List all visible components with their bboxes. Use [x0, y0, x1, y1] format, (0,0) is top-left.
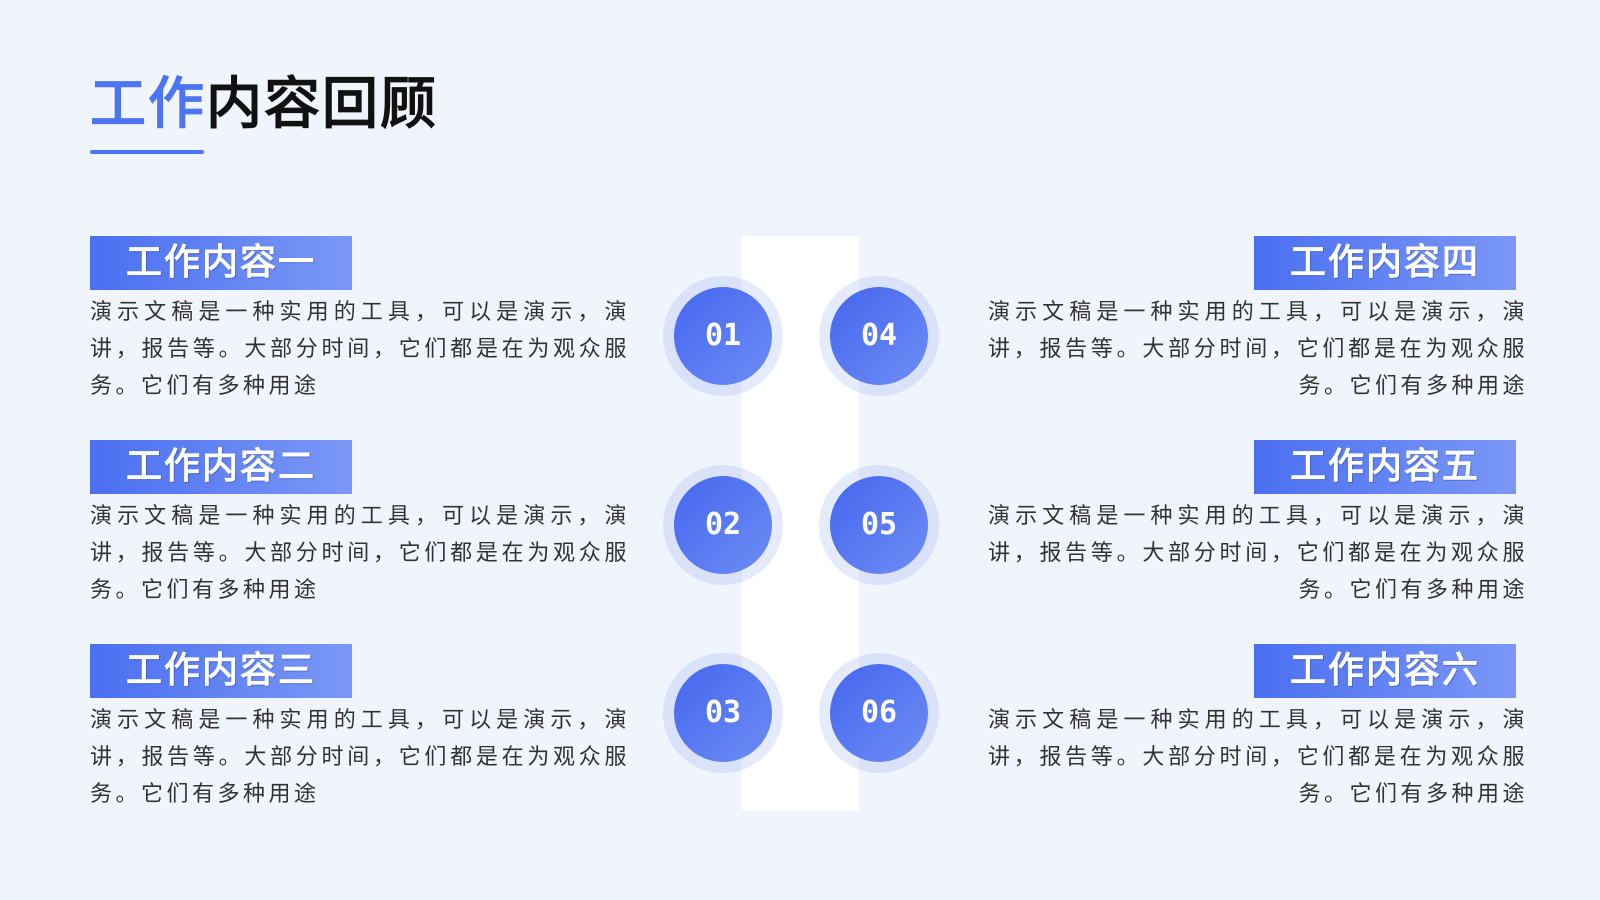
number-badge-label: 02: [674, 476, 772, 574]
number-badge-02: 02: [663, 465, 783, 585]
work-item-title: 工作内容二: [90, 440, 352, 494]
page-title-rest: 内容回顾: [206, 72, 438, 137]
work-item-title: 工作内容三: [90, 644, 352, 698]
work-item-description: 演示文稿是一种实用的工具，可以是演示，演讲，报告等。大部分时间，它们都是在为观众…: [988, 300, 1528, 399]
title-underline: [90, 150, 204, 154]
work-item-title: 工作内容五: [1254, 440, 1516, 494]
number-badge-03: 03: [663, 653, 783, 773]
number-badge-01: 01: [663, 276, 783, 396]
number-badge-label: 04: [830, 287, 928, 385]
number-badge-label: 06: [830, 664, 928, 762]
number-badge-label: 05: [830, 476, 928, 574]
number-badge-04: 04: [819, 276, 939, 396]
work-item-description: 演示文稿是一种实用的工具，可以是演示，演讲，报告等。大部分时间，它们都是在为观众…: [90, 708, 630, 807]
work-item-title: 工作内容一: [90, 236, 352, 290]
work-item-description: 演示文稿是一种实用的工具，可以是演示，演讲，报告等。大部分时间，它们都是在为观众…: [90, 300, 630, 399]
work-item-title: 工作内容六: [1254, 644, 1516, 698]
work-item-description: 演示文稿是一种实用的工具，可以是演示，演讲，报告等。大部分时间，它们都是在为观众…: [988, 708, 1528, 807]
number-badge-label: 01: [674, 287, 772, 385]
number-badge-06: 06: [819, 653, 939, 773]
work-item-description: 演示文稿是一种实用的工具，可以是演示，演讲，报告等。大部分时间，它们都是在为观众…: [90, 504, 630, 603]
number-badge-05: 05: [819, 465, 939, 585]
page-title: 工作内容回顾: [90, 70, 438, 140]
work-item-description: 演示文稿是一种实用的工具，可以是演示，演讲，报告等。大部分时间，它们都是在为观众…: [988, 504, 1528, 603]
number-badge-label: 03: [674, 664, 772, 762]
work-item-title: 工作内容四: [1254, 236, 1516, 290]
page-title-highlight: 工作: [90, 72, 206, 137]
